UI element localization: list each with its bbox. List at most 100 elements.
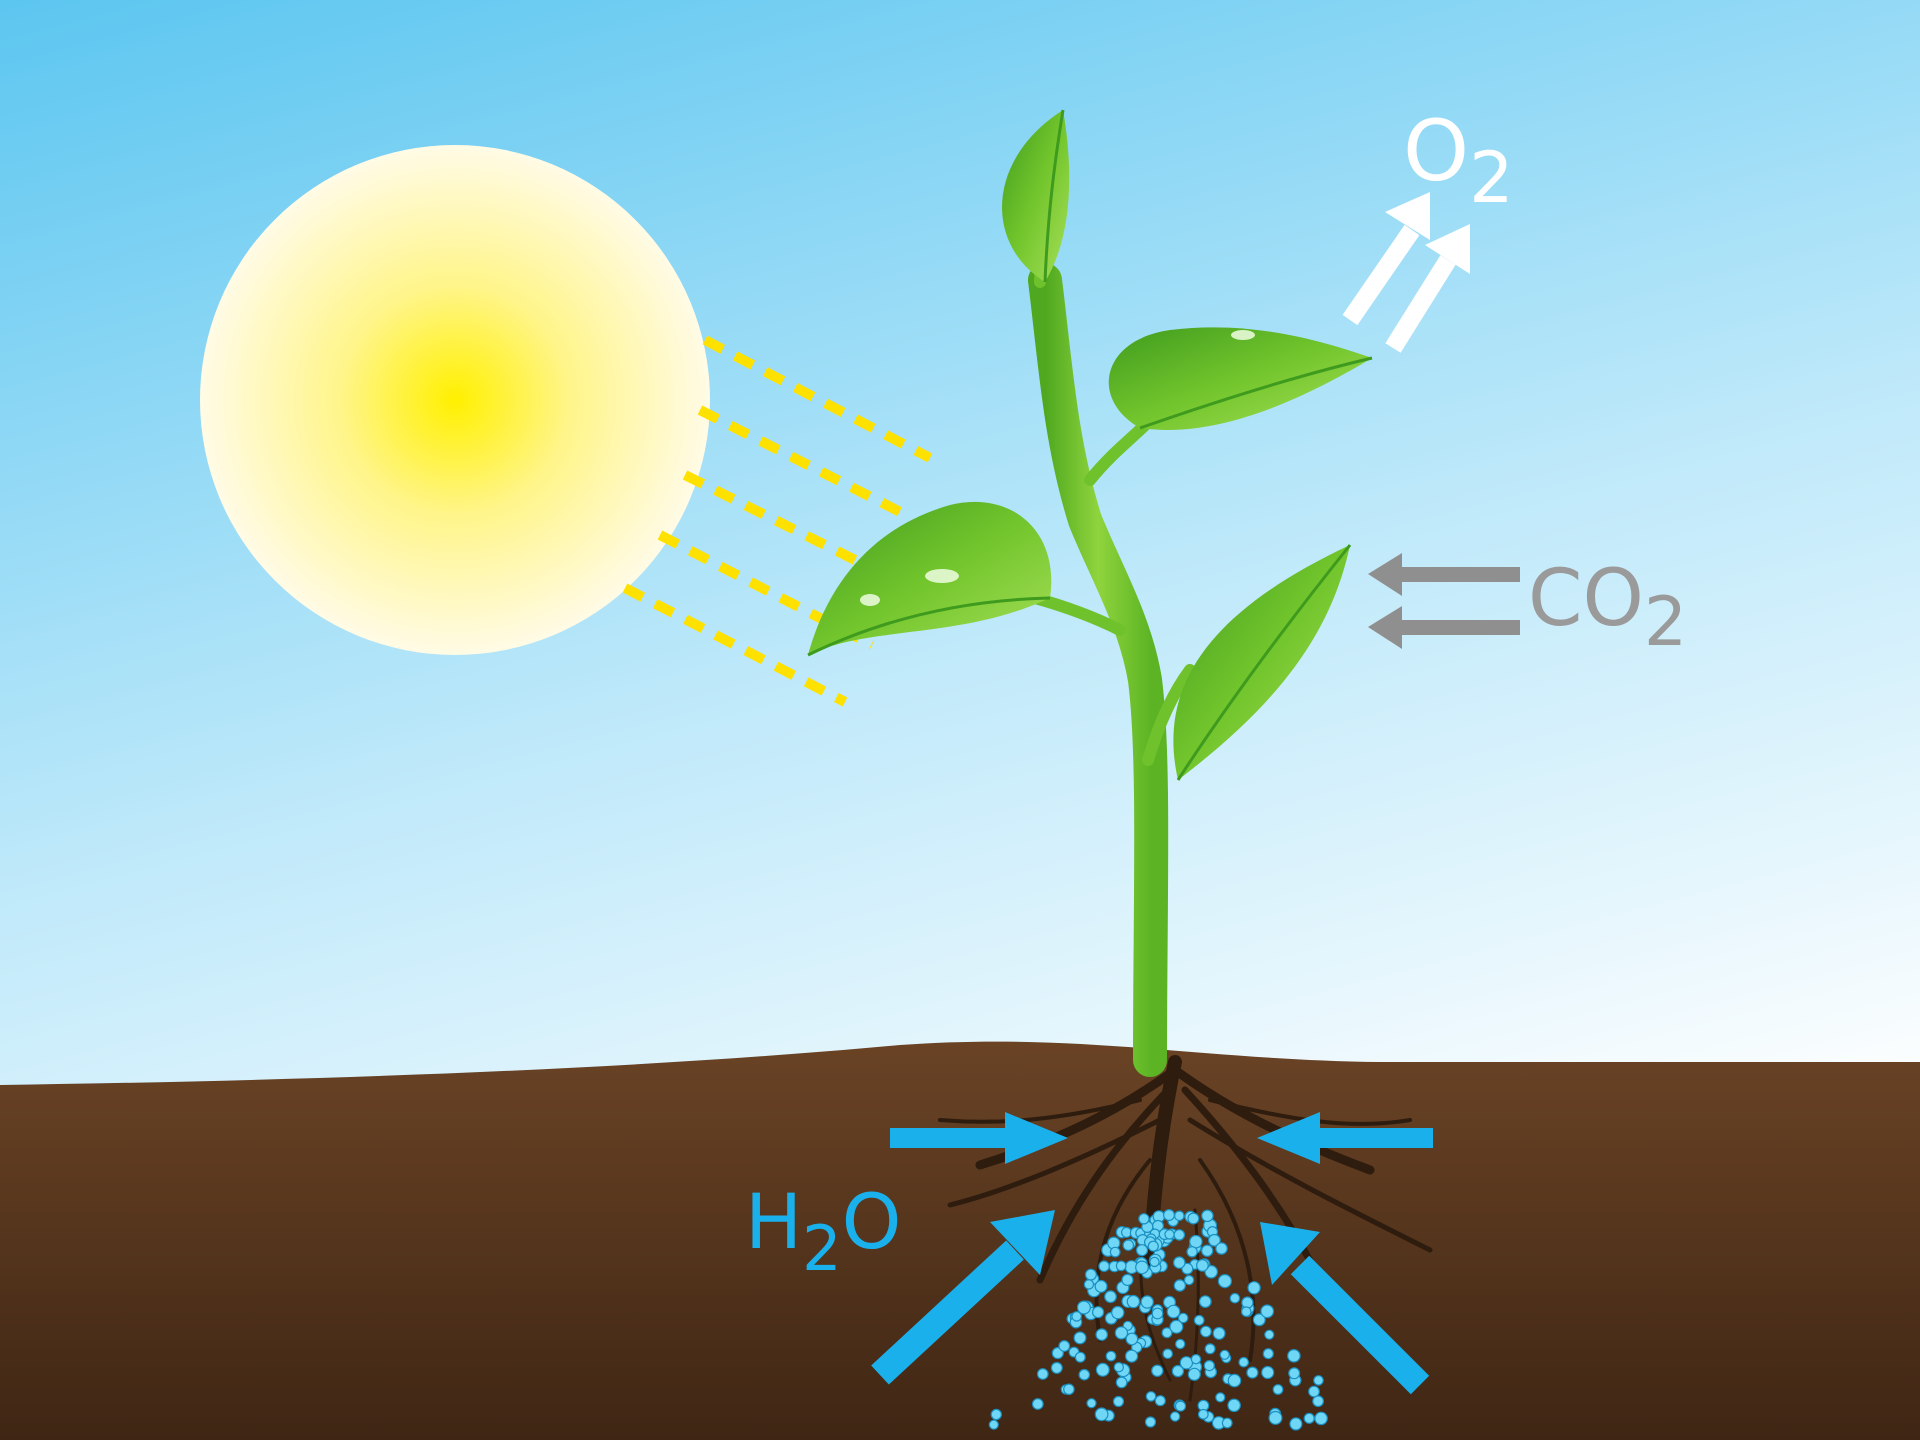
water-droplet [1197, 1408, 1209, 1420]
water-droplet [1121, 1273, 1134, 1287]
water-droplet [1104, 1290, 1117, 1304]
water-droplet [1199, 1325, 1212, 1338]
water-droplet [1183, 1274, 1195, 1286]
water-droplet [988, 1419, 999, 1430]
water-droplet [1227, 1398, 1241, 1413]
water-droplet [1145, 1391, 1157, 1402]
water-droplet [1174, 1400, 1187, 1412]
water-droplet [1086, 1398, 1097, 1409]
water-droplet [1122, 1239, 1135, 1251]
water-droplet [1140, 1295, 1154, 1309]
water-droplets [988, 1208, 1328, 1431]
water-droplet [1147, 1240, 1159, 1252]
sun [200, 145, 710, 655]
water-droplet [1221, 1417, 1233, 1429]
water-droplet [1272, 1384, 1284, 1395]
water-droplet [1227, 1373, 1242, 1388]
water-droplet [1098, 1260, 1110, 1272]
water-droplet [1112, 1395, 1125, 1408]
water-droplet [1179, 1356, 1194, 1370]
water-droplet [1162, 1208, 1175, 1221]
water-arrows [871, 1112, 1433, 1395]
water-droplet [1312, 1395, 1324, 1408]
water-arrow-right-diagonal [1260, 1222, 1430, 1395]
water-droplet [1203, 1359, 1215, 1372]
water-droplet [1246, 1366, 1259, 1379]
water-droplet [1169, 1411, 1181, 1422]
plant-leaves [807, 109, 1373, 781]
water-droplet [1124, 1349, 1139, 1363]
water-droplet [1314, 1411, 1328, 1426]
water-droplet [1109, 1246, 1121, 1258]
water-droplet [1036, 1368, 1049, 1380]
oxygen-label: O2 [1403, 102, 1514, 219]
water-droplet [1166, 1304, 1181, 1319]
water-droplet [1091, 1306, 1105, 1319]
water-droplet [1193, 1314, 1205, 1326]
water-droplet [1313, 1375, 1324, 1386]
water-droplet [1289, 1417, 1303, 1431]
water-droplet [1219, 1349, 1230, 1360]
water-droplet [1095, 1362, 1110, 1377]
water-droplet [1138, 1213, 1150, 1225]
water-arrow-left-horizontal [890, 1112, 1068, 1164]
water-droplet [1204, 1343, 1216, 1355]
water-arrow-left-diagonal [871, 1210, 1055, 1385]
water-droplet [1215, 1392, 1226, 1403]
water-droplet [1164, 1229, 1175, 1240]
water-droplet [1187, 1367, 1201, 1381]
water-droplet [1287, 1349, 1301, 1363]
water-droplet [1207, 1233, 1221, 1247]
water-droplet [1195, 1258, 1209, 1272]
water-droplet [1268, 1410, 1283, 1425]
leaf-upper-right [1108, 327, 1372, 430]
water-droplet [1189, 1234, 1203, 1249]
water-droplet [1198, 1295, 1212, 1308]
water-droplet [1114, 1326, 1129, 1340]
water-droplet [1151, 1307, 1164, 1320]
water-droplet [1144, 1416, 1157, 1428]
water-droplet [1094, 1407, 1109, 1422]
water-droplet [1288, 1367, 1301, 1380]
water-droplet [1241, 1306, 1252, 1317]
co2-label: CO2 [1528, 554, 1687, 662]
water-droplet [1115, 1260, 1127, 1272]
water-droplet [1094, 1279, 1108, 1293]
water-droplet [1125, 1332, 1139, 1346]
water-droplet [1215, 1242, 1228, 1255]
water-droplet [1154, 1395, 1166, 1407]
water-droplet [1262, 1348, 1274, 1360]
water-droplet [1200, 1244, 1214, 1257]
water-droplet [1177, 1312, 1189, 1324]
water-droplet [1264, 1329, 1275, 1340]
water-droplet [1161, 1327, 1173, 1339]
water-droplet [1149, 1256, 1160, 1268]
water-droplet [1162, 1348, 1173, 1360]
water-droplet [1261, 1365, 1275, 1380]
water-droplet [1095, 1328, 1108, 1341]
water-droplet [1126, 1294, 1141, 1309]
water-droplet [1186, 1246, 1198, 1258]
water-droplet [1308, 1385, 1320, 1398]
water-droplet [1204, 1265, 1218, 1279]
water-droplet [1229, 1292, 1241, 1304]
water-label: H2O [745, 1177, 901, 1285]
water-droplet [1050, 1361, 1063, 1374]
water-droplet [1078, 1368, 1091, 1381]
water-droplet [1113, 1361, 1125, 1373]
water-droplet [1171, 1364, 1185, 1378]
leaf-top [1002, 110, 1070, 282]
water-droplet [1084, 1268, 1097, 1281]
water-droplet [1115, 1376, 1128, 1389]
water-droplet [1260, 1304, 1275, 1319]
soil [0, 1041, 1920, 1440]
water-droplet [1173, 1229, 1186, 1241]
sun-rays [622, 335, 933, 707]
water-droplet [1031, 1398, 1044, 1410]
water-droplet [1217, 1273, 1233, 1289]
water-droplet [1111, 1305, 1125, 1320]
water-droplet [1212, 1326, 1226, 1340]
water-droplet [1173, 1279, 1187, 1292]
water-droplet [1063, 1383, 1075, 1396]
